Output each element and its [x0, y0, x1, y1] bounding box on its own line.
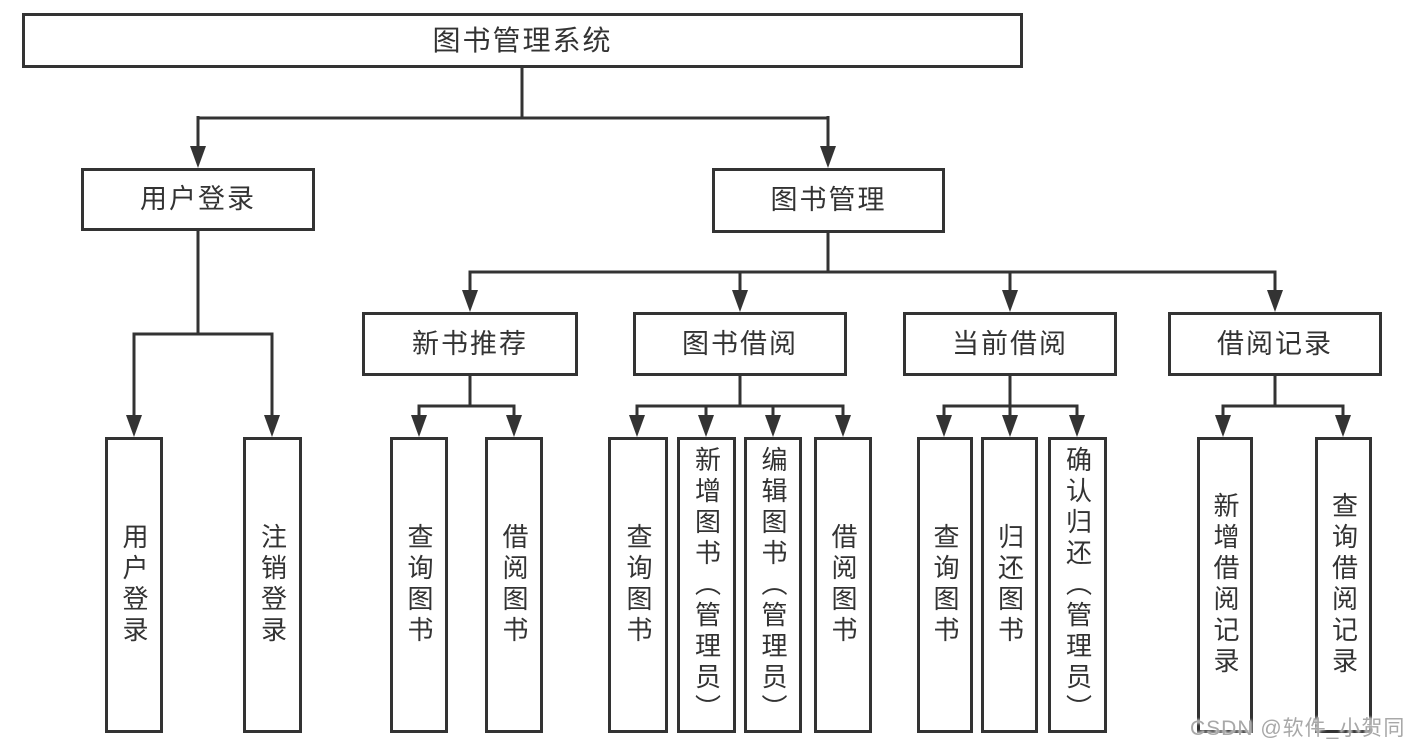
leaf-current-query-books: 查询图书 — [917, 437, 973, 733]
leaf-borrowing-query-books: 查询图书 — [608, 437, 668, 733]
node-book-management: 图书管理 — [712, 168, 945, 233]
leaf-confirm-return-admin: 确认归还（管理员） — [1048, 437, 1107, 733]
leaf-edit-books-admin: 编辑图书（管理员） — [744, 437, 802, 733]
node-root-library-system: 图书管理系统 — [22, 13, 1023, 68]
leaf-recommend-query-books: 查询图书 — [390, 437, 448, 733]
leaf-logout: 注销登录 — [243, 437, 302, 733]
node-user-login: 用户登录 — [81, 168, 315, 231]
leaf-add-borrow-record: 新增借阅记录 — [1197, 437, 1253, 733]
leaf-add-books-admin: 新增图书（管理员） — [677, 437, 736, 733]
node-new-book-recommendation: 新书推荐 — [362, 312, 578, 376]
leaf-user-login: 用户登录 — [105, 437, 163, 733]
leaf-return-books: 归还图书 — [981, 437, 1038, 733]
node-borrowing-records: 借阅记录 — [1168, 312, 1382, 376]
csdn-watermark: CSDN @软件_小贺同学 — [1190, 717, 1405, 740]
node-current-borrowing: 当前借阅 — [903, 312, 1117, 376]
leaf-query-borrow-record: 查询借阅记录 — [1315, 437, 1372, 733]
leaf-borrowing-borrow-books: 借阅图书 — [814, 437, 872, 733]
leaf-recommend-borrow-books: 借阅图书 — [485, 437, 543, 733]
node-book-borrowing: 图书借阅 — [633, 312, 847, 376]
